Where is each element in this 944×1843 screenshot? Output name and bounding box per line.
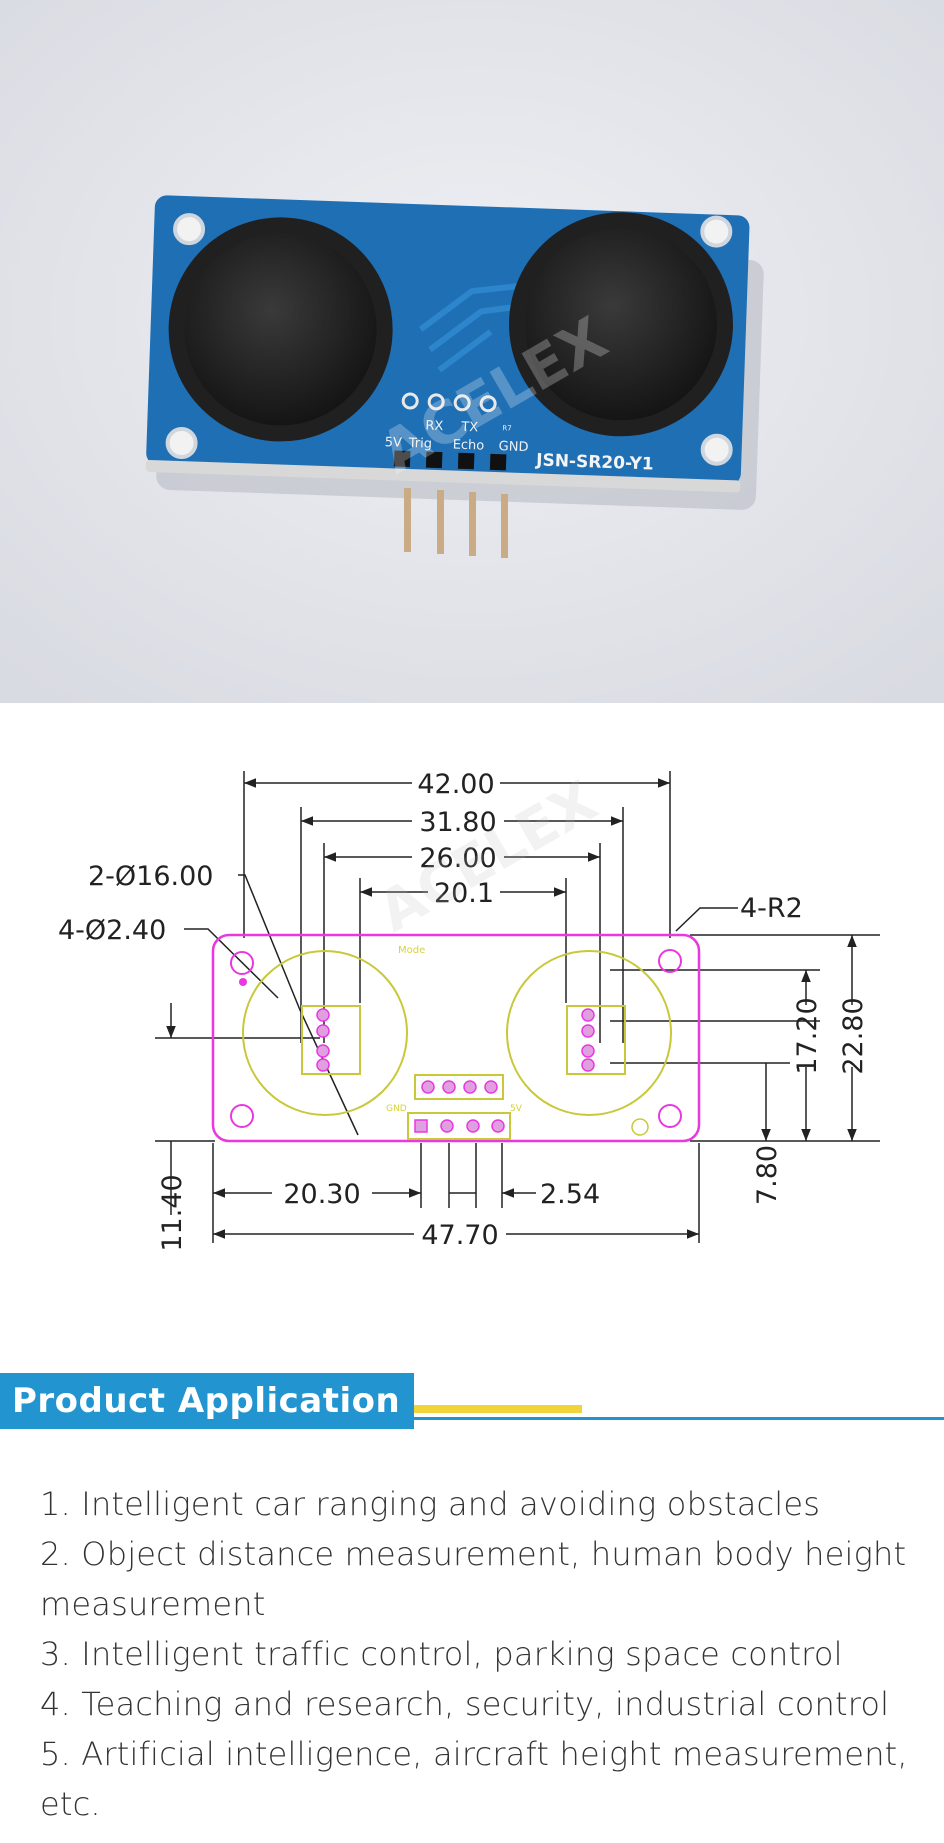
dim-dia2-4: 4-Ø2.40: [58, 915, 166, 946]
board-outline: Mode GND 5V: [211, 933, 701, 1143]
sensor-board: RX TX 5V Trig Echo GND R7 JSN-SR20-Y1: [145, 195, 750, 493]
dim-11-4: 11.40: [157, 1174, 188, 1251]
dim-7-8: 7.80: [752, 1145, 783, 1205]
application-list: 1. Intelligent car ranging and avoiding …: [40, 1479, 930, 1829]
product-photo: RX TX 5V Trig Echo GND R7 JSN-SR20-Y1 AC…: [0, 0, 944, 703]
dim-17-2: 17.20: [792, 997, 823, 1074]
list-item: 2. Object distance measurement, human bo…: [40, 1535, 907, 1573]
product-application-section: Product Application 1. Intelligent car r…: [0, 1323, 944, 1843]
list-item: 1. Intelligent car ranging and avoiding …: [40, 1485, 821, 1523]
list-item: 3. Intelligent traffic control, parking …: [40, 1635, 843, 1673]
dim-dia16: 2-Ø16.00: [88, 861, 213, 892]
dim-r2: 4-R2: [740, 893, 803, 924]
pin-label-trig: Trig: [407, 436, 432, 452]
pin-label-tx: TX: [460, 420, 478, 436]
dim-20-3: 20.30: [283, 1179, 360, 1210]
tiny-label: R7: [502, 424, 512, 432]
list-item: 4. Teaching and research, security, indu…: [40, 1685, 890, 1723]
dim-42: 42.00: [417, 769, 494, 800]
pin-label-gnd: GND: [498, 439, 528, 455]
header-pins: [404, 488, 508, 558]
heading-divider: [414, 1417, 944, 1420]
pin-label-rx: RX: [425, 419, 444, 435]
board-label-gnd: GND: [386, 1104, 407, 1114]
dim-26: 26.00: [419, 843, 496, 874]
dim-47-7: 47.70: [421, 1220, 498, 1251]
sensor-photo-illustration: RX TX 5V Trig Echo GND R7 JSN-SR20-Y1 AC…: [0, 0, 944, 703]
pin-label-echo: Echo: [452, 438, 484, 454]
dimension-drawing: Mode GND 5V 42.00 31.80 26.00 20.1 2-Ø16…: [0, 703, 944, 1323]
dim-22-8: 22.80: [838, 997, 869, 1074]
list-item: etc.: [40, 1785, 101, 1823]
list-item: 5. Artificial intelligence, aircraft hei…: [40, 1735, 908, 1773]
dimension-drawing-svg: Mode GND 5V 42.00 31.80 26.00 20.1 2-Ø16…: [58, 769, 880, 1252]
dim-2-54: 2.54: [540, 1179, 600, 1210]
board-label-5v: 5V: [510, 1104, 523, 1114]
model-label: JSN-SR20-Y1: [535, 450, 654, 474]
list-item: measurement: [40, 1585, 266, 1623]
dim-20-1: 20.1: [434, 878, 494, 909]
board-label-mode: Mode: [398, 945, 425, 956]
dim-31-8: 31.80: [419, 807, 496, 838]
heading-yellow-accent: [414, 1405, 582, 1413]
pin-label-5v: 5V: [384, 435, 402, 451]
section-heading: Product Application: [0, 1373, 414, 1429]
